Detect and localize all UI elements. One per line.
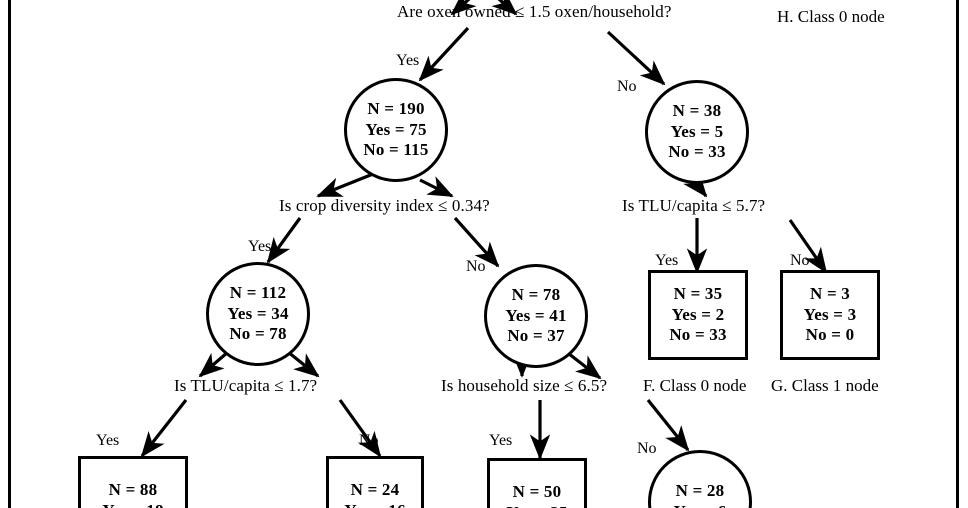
node-n88: N = 88 Yes = 18 bbox=[78, 456, 188, 508]
edge-label-tlu57-no: No bbox=[790, 252, 810, 269]
node-n38-yes: Yes = 5 bbox=[670, 121, 724, 141]
node-n35-yes: Yes = 2 bbox=[671, 304, 725, 324]
node-n3: N = 3 Yes = 3 No = 0 bbox=[780, 270, 880, 360]
node-n3-yes: Yes = 3 bbox=[803, 304, 857, 324]
node-n24: N = 24 Yes = 16 bbox=[326, 456, 424, 508]
edge-n112-no bbox=[287, 350, 320, 378]
edge-crop-yes bbox=[266, 217, 302, 264]
node-n24-yes: Yes = 16 bbox=[344, 501, 405, 508]
question-household-size: Is household size ≤ 6.5? bbox=[441, 376, 608, 395]
edge-label-tlu17-yes: Yes bbox=[96, 432, 120, 449]
caption-g-class-1-node: G. Class 1 node bbox=[771, 376, 879, 395]
edge-tlu17-no bbox=[338, 399, 382, 458]
node-n50-yes: Yes = 35 bbox=[506, 503, 567, 508]
edge-tlu57-no bbox=[788, 219, 828, 274]
node-n50: N = 50 Yes = 35 bbox=[487, 458, 587, 508]
caption-f-class-0-node: F. Class 0 node bbox=[643, 376, 747, 395]
node-n24-count: N = 24 bbox=[350, 480, 400, 500]
figure-frame-left-border bbox=[8, 0, 11, 508]
edge-tlu17-yes bbox=[140, 399, 188, 458]
edge-label-crop-no: No bbox=[466, 258, 486, 275]
node-n3-count: N = 3 bbox=[810, 283, 850, 303]
edge-label-root-yes: Yes bbox=[396, 52, 420, 69]
node-n38-count: N = 38 bbox=[672, 100, 722, 120]
edge-into-root-left bbox=[450, 0, 477, 16]
node-n28-yes: Yes = 6 bbox=[674, 502, 727, 508]
node-n190-count: N = 190 bbox=[367, 98, 425, 118]
node-n78-yes: Yes = 41 bbox=[505, 305, 567, 325]
node-n35-no: No = 33 bbox=[669, 325, 727, 345]
edge-label-hh-yes: Yes bbox=[489, 432, 513, 449]
edge-label-crop-yes: Yes bbox=[248, 238, 272, 255]
node-n38-no: No = 33 bbox=[668, 142, 726, 162]
node-n35-count: N = 35 bbox=[673, 283, 723, 303]
node-n112-no: No = 78 bbox=[229, 324, 287, 344]
edge-into-root-right bbox=[491, 0, 518, 16]
node-n3-no: No = 0 bbox=[805, 325, 855, 345]
node-n112: N = 112 Yes = 34 No = 78 bbox=[206, 262, 310, 366]
edge-crop-no bbox=[453, 216, 500, 268]
question-crop-diversity: Is crop diversity index ≤ 0.34? bbox=[279, 196, 490, 215]
node-n88-count: N = 88 bbox=[108, 480, 158, 500]
node-n78: N = 78 Yes = 41 No = 37 bbox=[484, 264, 588, 368]
node-n190: N = 190 Yes = 75 No = 115 bbox=[344, 78, 448, 182]
edge-root-no bbox=[606, 30, 666, 86]
caption-h-class-0-node: H. Class 0 node bbox=[777, 7, 885, 26]
node-n50-count: N = 50 bbox=[512, 482, 562, 502]
figure-frame-right-border bbox=[956, 0, 959, 508]
node-n112-count: N = 112 bbox=[229, 282, 287, 302]
question-tlu-capita-5-7: Is TLU/capita ≤ 5.7? bbox=[622, 196, 766, 215]
edge-hh-no bbox=[646, 399, 690, 452]
node-n28-count: N = 28 bbox=[675, 481, 725, 501]
edge-n190-no bbox=[419, 176, 454, 198]
node-n78-count: N = 78 bbox=[511, 284, 561, 304]
edge-root-yes bbox=[418, 26, 470, 82]
node-n112-yes: Yes = 34 bbox=[227, 303, 289, 323]
node-n35: N = 35 Yes = 2 No = 33 bbox=[648, 270, 748, 360]
edge-label-tlu57-yes: Yes bbox=[655, 252, 679, 269]
edge-label-hh-no: No bbox=[637, 440, 657, 457]
node-n190-no: No = 115 bbox=[363, 140, 429, 160]
question-root: Are oxen owned ≤ 1.5 oxen/household? bbox=[397, 2, 672, 21]
edge-label-tlu17-no: No bbox=[359, 432, 379, 449]
edge-n190-yes bbox=[316, 170, 379, 198]
node-n190-yes: Yes = 75 bbox=[365, 119, 427, 139]
node-n88-yes: Yes = 18 bbox=[102, 501, 163, 508]
edge-n112-yes bbox=[198, 350, 230, 378]
question-tlu-capita-1-7: Is TLU/capita ≤ 1.7? bbox=[174, 376, 318, 395]
node-n78-no: No = 37 bbox=[507, 326, 565, 346]
edge-label-root-no: No bbox=[617, 78, 637, 95]
node-n38: N = 38 Yes = 5 No = 33 bbox=[645, 80, 749, 184]
